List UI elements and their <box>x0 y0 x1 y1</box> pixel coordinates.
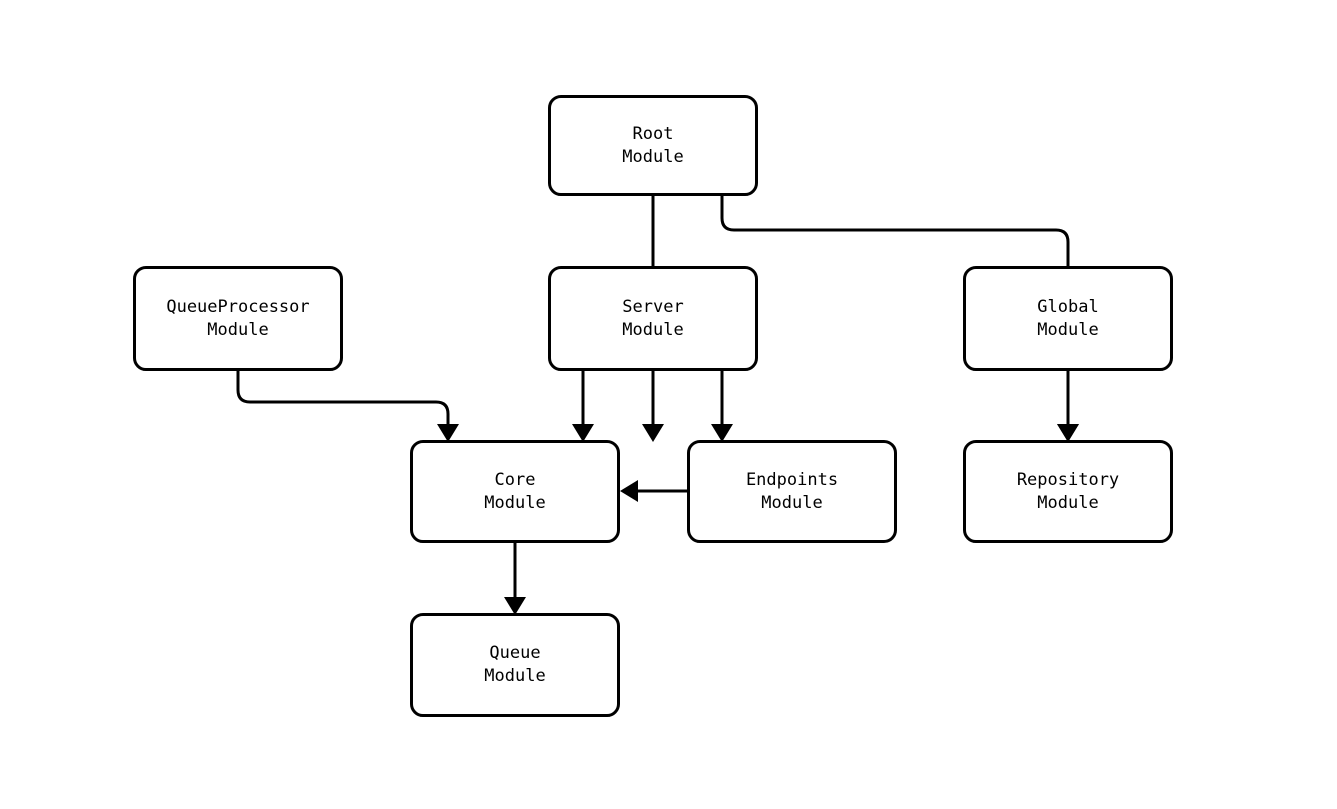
node-server[interactable]: Server Module <box>548 266 758 371</box>
edge-endpoints-to-core <box>620 480 687 502</box>
node-global-label-line1: Global <box>1037 296 1099 317</box>
node-root[interactable]: Root Module <box>548 95 758 196</box>
edge-queueprocessor-to-core <box>236 371 459 442</box>
edge-server-to-core <box>572 371 594 442</box>
node-endpoints[interactable]: Endpoints Module <box>687 440 897 543</box>
node-core-label-line1: Core <box>494 469 536 490</box>
node-repository-label-line1: Repository <box>1016 469 1120 490</box>
node-root-label-line1: Root <box>632 123 674 144</box>
node-global[interactable]: Global Module <box>963 266 1173 371</box>
node-queue[interactable]: Queue Module <box>410 613 620 717</box>
edge-global-to-repository <box>1057 371 1079 442</box>
node-repository[interactable]: Repository Module <box>963 440 1173 543</box>
node-repository-label-line2: Module <box>1037 492 1099 513</box>
node-root-label-line2: Module <box>622 146 684 167</box>
node-queueprocessor-label-line2: Module <box>207 319 269 340</box>
node-queueprocessor[interactable]: QueueProcessor Module <box>133 266 343 371</box>
node-core-label-line2: Module <box>484 492 546 513</box>
edge-server-to-endpoints <box>711 371 733 442</box>
edge-core-to-queue <box>504 543 526 615</box>
node-queue-label-line2: Module <box>484 666 546 686</box>
node-global-label-line2: Module <box>1037 319 1099 340</box>
node-server-label-line1: Server <box>622 296 684 317</box>
node-queueprocessor-label-line1: QueueProcessor <box>166 296 310 317</box>
node-endpoints-label-line1: Endpoints <box>745 469 839 490</box>
node-queue-label-line1: Queue <box>489 643 541 663</box>
node-server-label-line2: Module <box>622 319 684 340</box>
node-core[interactable]: Core Module <box>410 440 620 543</box>
node-endpoints-label-line2: Module <box>761 492 823 513</box>
